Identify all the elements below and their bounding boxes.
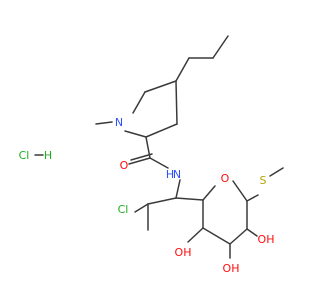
- bond: [128, 157, 151, 165]
- bond: [232, 180, 248, 202]
- bond: [269, 167, 284, 177]
- bond: [132, 91, 146, 114]
- bond: [212, 35, 229, 59]
- atom-label-o-ring: O: [221, 172, 230, 185]
- bond: [124, 130, 147, 138]
- structure-canvas: N O N H Cl O S OH OH OH Cl H: [18, 35, 284, 275]
- bond: [145, 123, 178, 138]
- bond: [134, 203, 149, 213]
- atom-label-cl: Cl: [118, 203, 129, 216]
- bond: [175, 57, 190, 82]
- bond: [95, 121, 113, 125]
- atom-label-hcl: Cl: [19, 149, 30, 162]
- atom-label-hcl-h: H: [44, 149, 52, 162]
- atom-label-oh-right: OH: [258, 233, 275, 246]
- bond: [149, 157, 169, 169]
- bond: [147, 197, 177, 205]
- atom-label-o-carbonyl: O: [120, 159, 129, 172]
- bond: [246, 194, 259, 202]
- atom-label-n-amide: N: [173, 168, 181, 181]
- bond: [175, 197, 204, 201]
- bond: [202, 185, 216, 201]
- atom-label-n-ring: N: [115, 116, 123, 129]
- atom-label-h-amide: H: [166, 168, 174, 181]
- atom-label-s: S: [260, 174, 267, 187]
- bond: [175, 80, 178, 125]
- bond: [130, 153, 153, 161]
- bond: [175, 179, 181, 199]
- bond-group: [34, 35, 284, 259]
- atom-label-oh-left: OH: [175, 246, 192, 259]
- bond: [246, 228, 258, 237]
- atom-label-oh-mid: OH: [223, 262, 240, 275]
- bond: [187, 227, 204, 243]
- molecule-drawing: N O N H Cl O S OH OH OH Cl H: [19, 35, 284, 275]
- bond: [202, 227, 231, 245]
- bond: [229, 228, 248, 245]
- bond: [144, 80, 177, 93]
